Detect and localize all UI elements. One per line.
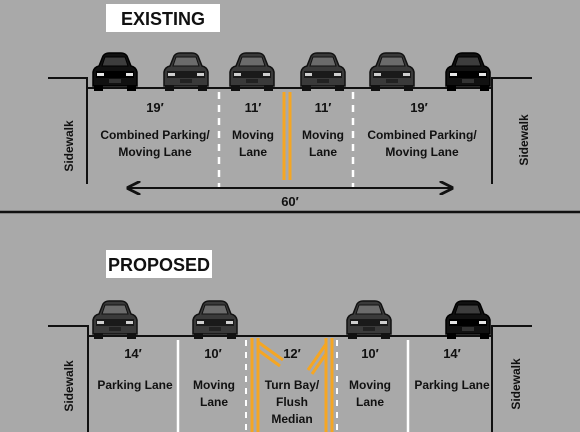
existing-lane-1-label-line2: Moving Lane <box>118 145 192 159</box>
existing-lane-1-label-line1: Combined Parking/ <box>100 128 210 142</box>
proposed-road-surface <box>48 325 532 337</box>
existing-lane-3-label-line1: Moving <box>302 128 344 142</box>
proposed-median-markings <box>250 338 334 432</box>
existing-lane-2-label-line1: Moving <box>232 128 274 142</box>
existing-car-6 <box>445 52 491 92</box>
existing-lane-3-label-line2: Lane <box>309 145 337 159</box>
existing-car-1 <box>92 52 138 92</box>
existing-car-2 <box>163 52 209 92</box>
proposed-lane-4-width: 10′ <box>361 346 379 361</box>
proposed-lane-2-label-line1: Moving <box>193 378 235 392</box>
existing-lane-4-label-line2: Moving Lane <box>385 145 459 159</box>
proposed-lane-2-width: 10′ <box>204 346 222 361</box>
proposed-car-2 <box>192 300 238 340</box>
proposed-lane-4-label-line1: Moving <box>349 378 391 392</box>
existing-car-3 <box>229 52 275 92</box>
proposed-lane-2-label-line2: Lane <box>200 395 228 409</box>
proposed-left-sidewalk-label: Sidewalk <box>62 360 76 412</box>
proposed-lane-1-width: 14′ <box>124 346 142 361</box>
existing-title-box <box>106 4 220 32</box>
existing-lane-4-width: 19′ <box>410 100 428 115</box>
existing-lane-4-label-line1: Combined Parking/ <box>367 128 477 142</box>
existing-title: EXISTING <box>121 9 205 29</box>
proposed-lane-5-width: 14′ <box>443 346 461 361</box>
proposed-title-box <box>106 250 212 278</box>
proposed-title: PROPOSED <box>108 255 210 275</box>
proposed-car-4 <box>445 300 491 340</box>
existing-lane-2-label-line2: Lane <box>239 145 267 159</box>
existing-right-sidewalk-label: Sidewalk <box>517 114 531 166</box>
existing-total-width: 60′ <box>281 194 299 209</box>
existing-car-4 <box>300 52 346 92</box>
proposed-lane-3-label-line2: Flush <box>276 395 308 409</box>
proposed-car-1 <box>92 300 138 340</box>
existing-car-5 <box>369 52 415 92</box>
proposed-lane-4-label-line2: Lane <box>356 395 384 409</box>
existing-left-sidewalk-label: Sidewalk <box>62 120 76 172</box>
proposed-right-sidewalk-label: Sidewalk <box>509 358 523 410</box>
proposed-car-3 <box>346 300 392 340</box>
proposed-lane-3-label-line1: Turn Bay/ <box>265 378 320 392</box>
proposed-lane-5-label: Parking Lane <box>414 378 490 392</box>
proposed-lane-1-label: Parking Lane <box>97 378 173 392</box>
existing-lane-3-width: 11′ <box>315 100 332 115</box>
existing-lane-2-width: 11′ <box>245 100 262 115</box>
proposed-lane-3-label-line3: Median <box>271 412 312 426</box>
proposed-lane-3-width: 12′ <box>283 346 301 361</box>
existing-road-surface <box>48 77 532 89</box>
existing-lane-1-width: 19′ <box>146 100 164 115</box>
